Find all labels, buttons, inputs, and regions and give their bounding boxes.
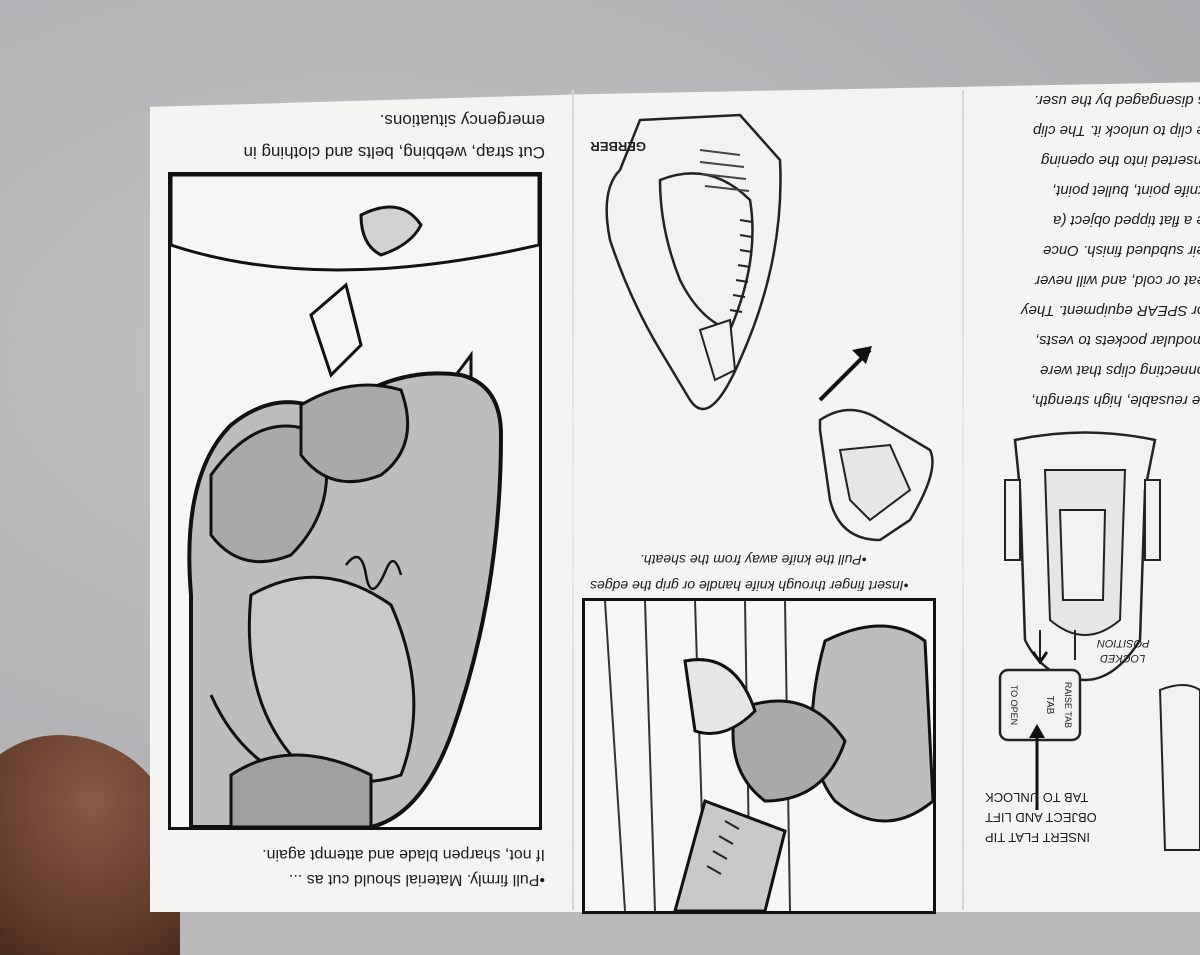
knife-sheath-illustration: GERBER	[590, 113, 934, 542]
right-text-line: re reusable, high strength,	[1030, 392, 1200, 409]
locked-position-2: POSITION	[1097, 637, 1150, 649]
middle-caption-1: •Insert finger through knife handle or g…	[590, 578, 909, 594]
right-text-line: s disengaged by the user.	[1033, 92, 1200, 109]
middle-illustration-frame	[582, 598, 936, 914]
paper-fold-left	[572, 90, 574, 910]
unlock-instruction-3: TAB TO UNLOCK	[985, 790, 1089, 805]
knife-brand-label: GERBER	[590, 139, 646, 154]
right-text-line: e a flat tipped object (a	[1053, 212, 1200, 229]
right-column-text: s disengaged by the user. e clip to unloc…	[975, 92, 1200, 442]
right-text-line: or SPEAR equipment. They	[1020, 302, 1200, 319]
raise-tab-label: RAISE TAB	[1063, 682, 1073, 728]
right-text-line: e clip to unlock it. The clip	[1033, 122, 1200, 139]
right-text-line: inserted into the opening	[1040, 152, 1200, 169]
glove-cutting-illustration	[171, 175, 539, 827]
knife-finger-hole	[658, 172, 754, 332]
right-text-line: modular pockets to vests,	[1034, 332, 1200, 349]
unlock-instruction-1: INSERT FLAT TIP	[985, 830, 1090, 845]
locked-position-1: LOCKED	[1100, 652, 1146, 664]
right-text-line: eat or cold, and will never	[1034, 272, 1200, 289]
unlock-instruction-2: OBJECT AND LIFT	[985, 810, 1097, 825]
right-text-line: onnecting clips that were	[1039, 362, 1200, 379]
left-caption-top-1: Cut strap, webbing, belts and clothing i…	[243, 143, 545, 162]
to-open-label: TO OPEN	[1009, 685, 1019, 725]
left-caption-bottom-1: •Pull firmly. Material should cut as ...	[288, 871, 545, 888]
left-caption-bottom-2: If not, sharpen blade and attempt again.	[262, 846, 545, 863]
tab-label: TAB	[1044, 696, 1055, 715]
clip-unlock-illustration: TAB RAISE TAB TO OPEN	[998, 431, 1200, 851]
left-caption-top-2: emergency situations.	[379, 111, 545, 130]
paper-fold-right	[962, 90, 964, 910]
direction-arrow	[852, 346, 872, 364]
middle-caption-2: •Pull the knife away from the sheath.	[640, 552, 867, 568]
right-text-line: knife point, bullet point,	[1051, 182, 1200, 199]
knife-removal-illustration	[604, 601, 933, 911]
right-text-line: eir subdued finish. Once	[1043, 242, 1200, 259]
left-illustration-frame	[168, 172, 542, 830]
